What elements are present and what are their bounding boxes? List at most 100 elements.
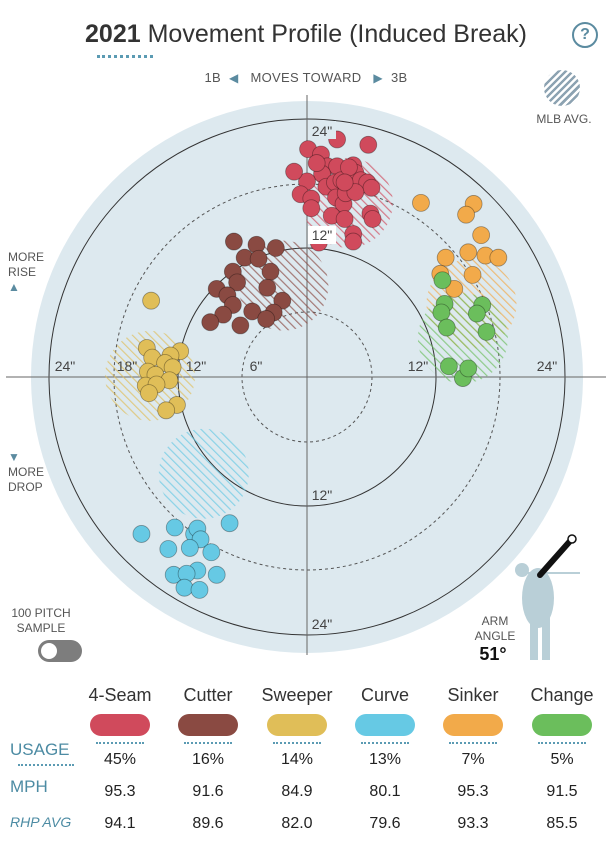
arrow-up-icon: ▲ [8, 280, 20, 294]
pitch-point-curve[interactable] [175, 578, 194, 597]
pitch-swatch[interactable] [532, 714, 592, 736]
pitch-point-4-seam[interactable] [307, 154, 326, 172]
tick-bottom-24: 24" [312, 616, 333, 632]
pitch-swatch[interactable] [443, 714, 503, 736]
pitch-point-curve[interactable] [220, 514, 239, 533]
pitch-point-change[interactable] [437, 318, 456, 337]
mlb-avg-swatch-icon [544, 70, 580, 106]
pitch-name: Sinker [447, 685, 499, 705]
pitch-point-sinker[interactable] [459, 243, 478, 262]
row-label-mph: MPH [10, 777, 48, 796]
tick-top-24: 24" [312, 123, 333, 139]
sample-label-line2: SAMPLE [16, 621, 66, 635]
pitch-dots [273, 742, 321, 744]
pitch-col-cutter[interactable]: Cutter 16% 91.6 89.6 [163, 682, 253, 840]
pitch-point-sweeper[interactable] [157, 401, 176, 420]
pitch-point-curve[interactable] [132, 525, 151, 543]
mph-value: 95.3 [457, 783, 489, 800]
tick-left-6: 6" [250, 358, 263, 374]
pitch-point-change[interactable] [459, 359, 478, 378]
arrow-left-icon: ◀ [229, 71, 239, 85]
pitch-point-cutter[interactable] [273, 291, 292, 310]
arrow-down-icon: ▼ [8, 450, 20, 464]
pitch-point-curve[interactable] [207, 565, 226, 584]
pitch-point-cutter[interactable] [214, 305, 233, 324]
year-selector-dots[interactable] [97, 55, 153, 58]
pitch-point-cutter[interactable] [231, 316, 250, 335]
pitch-swatch[interactable] [178, 714, 238, 736]
pitch-point-curve[interactable] [202, 543, 221, 562]
usage-value: 14% [280, 751, 314, 768]
pitch-point-cutter[interactable] [228, 273, 247, 292]
pitch-swatch[interactable] [355, 714, 415, 736]
pitch-point-cutter[interactable] [266, 239, 285, 257]
direction-middle: MOVES TOWARD [250, 70, 362, 85]
tick-left-24: 24" [55, 358, 76, 374]
pitch-point-sinker[interactable] [472, 226, 491, 245]
pitch-swatch[interactable] [267, 714, 327, 736]
direction-1b: 1B [204, 70, 222, 85]
pitch-point-cutter[interactable] [249, 249, 268, 268]
pitch-points [132, 130, 508, 599]
pitch-point-cutter[interactable] [258, 278, 277, 297]
pitch-point-cutter[interactable] [224, 232, 243, 251]
pitch-point-change[interactable] [439, 357, 458, 376]
pitch-point-sinker[interactable] [489, 248, 508, 267]
pitch-name: Curve [360, 685, 409, 705]
pitch-point-change[interactable] [467, 304, 486, 323]
pitch-point-curve[interactable] [165, 518, 184, 537]
pitch-point-4-seam[interactable] [362, 178, 381, 197]
pitch-point-curve[interactable] [159, 540, 178, 558]
pitch-point-sinker[interactable] [412, 193, 430, 212]
usage-value: 5% [550, 751, 574, 768]
pitch-point-curve[interactable] [190, 580, 209, 599]
pitch-col-4seam[interactable]: 4-Seam 45% 95.3 94.1 [75, 682, 165, 840]
pitch-point-curve[interactable] [180, 539, 199, 557]
usage-value: 13% [368, 751, 402, 768]
pitch-point-cutter[interactable] [243, 302, 262, 321]
pitch-dots [184, 742, 232, 744]
pitch-point-4-seam[interactable] [340, 158, 358, 177]
pitch-dots [538, 742, 586, 744]
pitch-point-4-seam[interactable] [285, 162, 304, 181]
pitch-point-sinker[interactable] [445, 279, 464, 298]
pitch-col-curve[interactable]: Curve 13% 80.1 79.6 [340, 682, 430, 840]
pitch-dots [449, 742, 497, 744]
toggle-knob [41, 643, 57, 659]
pitch-point-sinker[interactable] [463, 265, 482, 284]
pitch-swatch[interactable] [90, 714, 150, 736]
sample-toggle[interactable] [38, 640, 82, 662]
arm-angle-label-line2: ANGLE [474, 629, 516, 643]
pitch-name: Cutter [183, 685, 233, 705]
tick-left-18: 18" [117, 358, 138, 374]
pitch-point-change[interactable] [477, 322, 496, 341]
rhp-avg-value: 82.0 [281, 815, 313, 832]
pitch-point-sinker[interactable] [436, 248, 455, 267]
tick-right-12: 12" [408, 358, 429, 374]
pitch-point-cutter[interactable] [261, 262, 280, 281]
usage-value: 45% [103, 751, 137, 768]
pitch-point-change[interactable] [432, 303, 451, 322]
pitch-point-4-seam[interactable] [302, 199, 321, 218]
pitch-col-change[interactable]: Change 5% 91.5 85.5 [517, 682, 607, 840]
pitch-point-change[interactable] [433, 271, 452, 290]
pitch-point-sweeper[interactable] [140, 384, 158, 403]
axis-tick-labels: 24" 12" 24" 18" 12" 6" 12" 24" 12" 24" [55, 121, 557, 632]
movement-chart: 24" 12" 24" 18" 12" 6" 12" 24" 12" 24" [6, 95, 606, 660]
pitch-point-4-seam[interactable] [363, 210, 382, 228]
help-icon[interactable]: ? [572, 22, 598, 48]
mph-value: 80.1 [369, 783, 401, 800]
pitch-point-4-seam[interactable] [359, 135, 378, 154]
pitch-col-sinker[interactable]: Sinker 7% 95.3 93.3 [428, 682, 518, 840]
pitch-point-cutter[interactable] [201, 313, 220, 332]
pitch-point-sweeper[interactable] [142, 291, 161, 310]
pitch-point-4-seam[interactable] [344, 232, 363, 251]
pitch-point-4-seam[interactable] [335, 210, 354, 228]
pitch-col-sweeper[interactable]: Sweeper 14% 84.9 82.0 [252, 682, 342, 840]
arm-angle-label: ARM ANGLE [470, 614, 520, 644]
tick-left-12: 12" [186, 358, 207, 374]
pitch-point-cutter[interactable] [257, 310, 276, 328]
mph-value: 95.3 [104, 783, 136, 800]
pitch-point-sinker[interactable] [457, 205, 476, 224]
pitch-point-4-seam[interactable] [335, 173, 354, 192]
